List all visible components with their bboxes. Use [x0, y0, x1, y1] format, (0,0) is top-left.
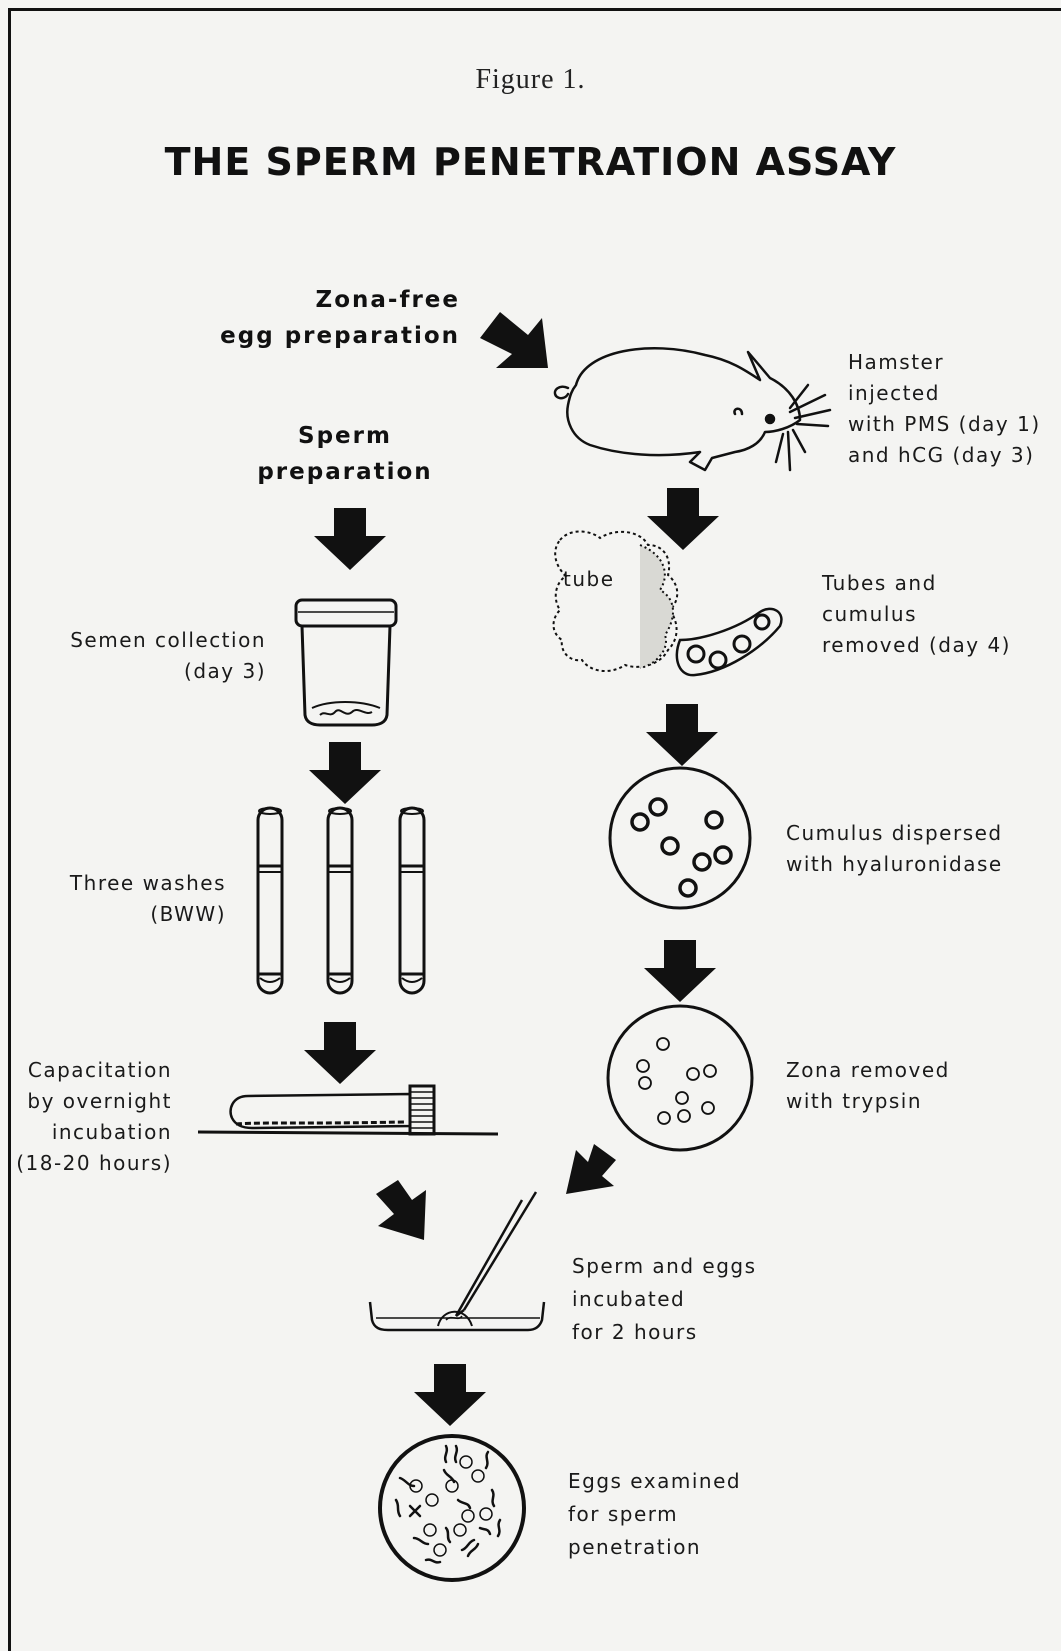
test-tube-icon [400, 808, 424, 993]
test-tube-icon [328, 808, 352, 993]
petri-dish-icon [380, 1436, 524, 1580]
pipette-icon [456, 1192, 536, 1316]
test-tube-icon [258, 808, 282, 993]
petri-dish-icon [610, 768, 750, 908]
arrow-icon [647, 488, 719, 550]
arrow-icon [646, 704, 718, 766]
oviduct-icon [554, 532, 782, 676]
petri-dish-icon [608, 1006, 752, 1150]
arrow-icon [480, 312, 548, 368]
arrow-icon [644, 940, 716, 1002]
arrow-icon [309, 742, 381, 804]
arrow-icon [566, 1144, 616, 1194]
hamster-icon [555, 348, 830, 470]
arrow-icon [314, 508, 386, 570]
specimen-cup-icon [296, 600, 396, 725]
arrow-icon [304, 1022, 376, 1084]
culture-tube-icon [198, 1086, 498, 1134]
arrow-icon [376, 1180, 426, 1240]
arrow-icon [414, 1364, 486, 1426]
